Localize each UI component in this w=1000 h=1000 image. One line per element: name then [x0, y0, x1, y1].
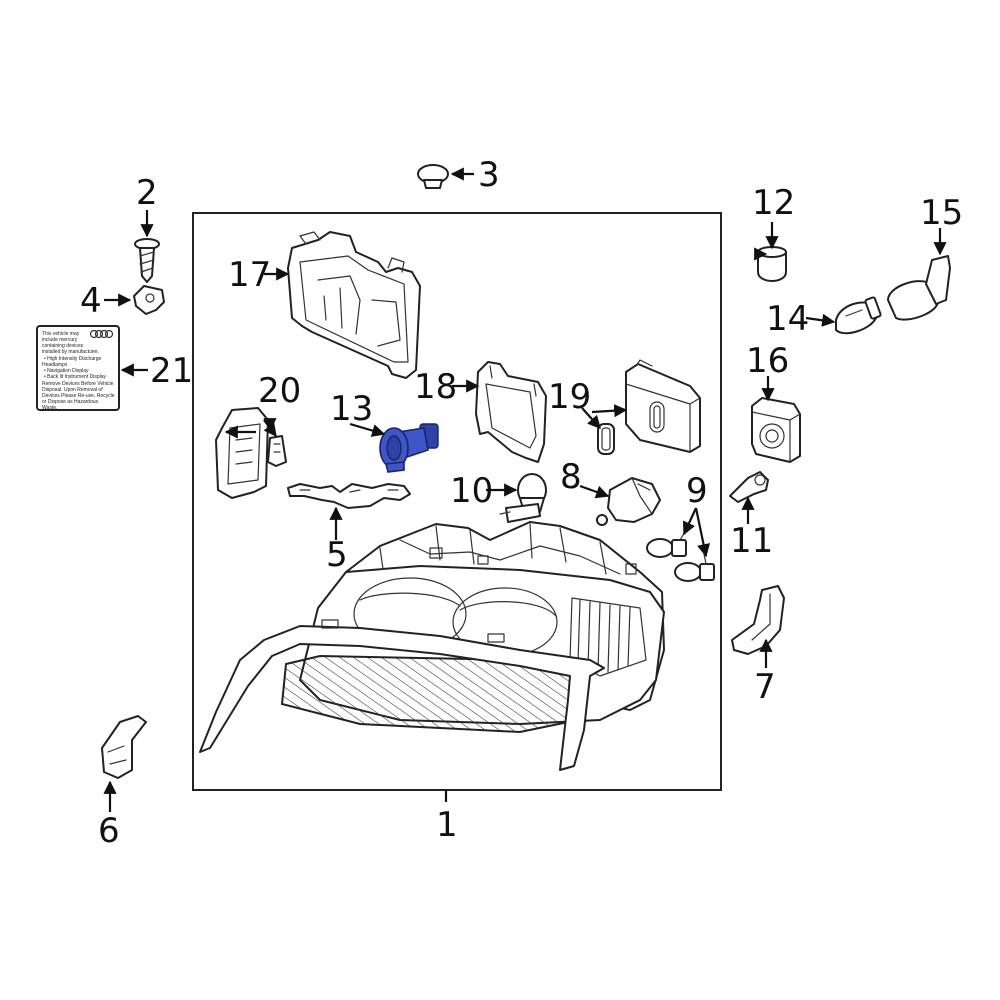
part-8-socket[interactable]: [596, 477, 661, 526]
part-19-ballast[interactable]: [625, 359, 701, 453]
part-12-bulb[interactable]: [757, 246, 787, 282]
label-line: Disposal. Upon Removal of: [42, 387, 103, 393]
label-line: include mercury: [42, 337, 78, 343]
part-14-wedge-bulb[interactable]: [835, 296, 882, 335]
label-line: or Dispose as Hazardous: [42, 399, 99, 405]
label-line: • Back lit Instrument Display: [44, 374, 107, 380]
label-line: Devices Please Re-use, Recycle: [42, 393, 115, 399]
part-3-plug[interactable]: [417, 164, 449, 189]
label-line: containing devices: [42, 343, 84, 349]
callout-16[interactable]: 16: [746, 341, 789, 381]
label-line: Waste.: [42, 405, 57, 411]
callout-15[interactable]: 15: [920, 193, 963, 233]
part-1-headlamp-assembly[interactable]: [199, 521, 665, 771]
label-line: installed by manufacturer.: [42, 349, 99, 355]
callout-10[interactable]: 10: [450, 471, 493, 511]
part-11-terminal[interactable]: [729, 471, 769, 503]
part-10-bulb[interactable]: [499, 473, 547, 523]
callout-21[interactable]: 21: [150, 351, 193, 391]
part-18-bracket[interactable]: [475, 361, 547, 463]
callout-1[interactable]: 1: [436, 805, 458, 845]
callout-14[interactable]: 14: [766, 299, 809, 339]
logo-rings: [89, 329, 114, 339]
callout-7[interactable]: 7: [754, 667, 776, 707]
callout-4[interactable]: 4: [80, 281, 102, 321]
callout-18[interactable]: 18: [414, 367, 457, 407]
callout-2[interactable]: 2: [136, 173, 158, 213]
callout-11[interactable]: 11: [730, 521, 773, 561]
part-5-strip[interactable]: [287, 483, 411, 509]
callout-12[interactable]: 12: [752, 183, 795, 223]
callout-5[interactable]: 5: [326, 535, 348, 575]
part-16-socket-module[interactable]: [751, 397, 801, 463]
part-17-housing-frame[interactable]: [287, 231, 421, 379]
callout-13[interactable]: 13: [330, 389, 373, 429]
callout-17[interactable]: 17: [228, 255, 271, 295]
label-line: Remove Devices Before Vehicle: [42, 381, 114, 387]
part-9-bulb-upper[interactable]: [646, 529, 687, 558]
label-line: Headlamps: [42, 362, 68, 368]
label-line: • Navigation Display: [44, 368, 89, 374]
leader-lines: [103, 167, 947, 812]
part-13-bulb-socket[interactable]: [379, 423, 439, 473]
callout-8[interactable]: 8: [560, 457, 582, 497]
part-6-clip[interactable]: [101, 715, 147, 779]
part-20-control-unit[interactable]: [215, 407, 269, 499]
callout-9[interactable]: 9: [686, 471, 708, 511]
label-line: This vehicle may: [42, 331, 80, 337]
callout-19[interactable]: 19: [548, 377, 591, 417]
part-15-bulb-socket[interactable]: [887, 255, 951, 321]
part-7-bracket[interactable]: [731, 585, 785, 655]
assembly-frame: [192, 212, 722, 791]
callout-numbers: 1 2 3 4 5 6 7 8 9 10 11 12 13 14 15 16 1…: [80, 155, 963, 851]
part-4-clip[interactable]: [133, 285, 165, 315]
label-line: • High Intensity Discharge: [44, 356, 102, 362]
callout-6[interactable]: 6: [98, 811, 120, 851]
callout-20[interactable]: 20: [258, 371, 301, 411]
part-20-connector[interactable]: [267, 435, 287, 467]
callout-3[interactable]: 3: [478, 155, 500, 195]
part-9-bulb-lower[interactable]: [674, 553, 715, 582]
part-21-warning-label[interactable]: This vehicle may include mercury contain…: [36, 325, 120, 411]
part-2-screw[interactable]: [134, 238, 160, 283]
part-19-seal[interactable]: [597, 423, 615, 455]
